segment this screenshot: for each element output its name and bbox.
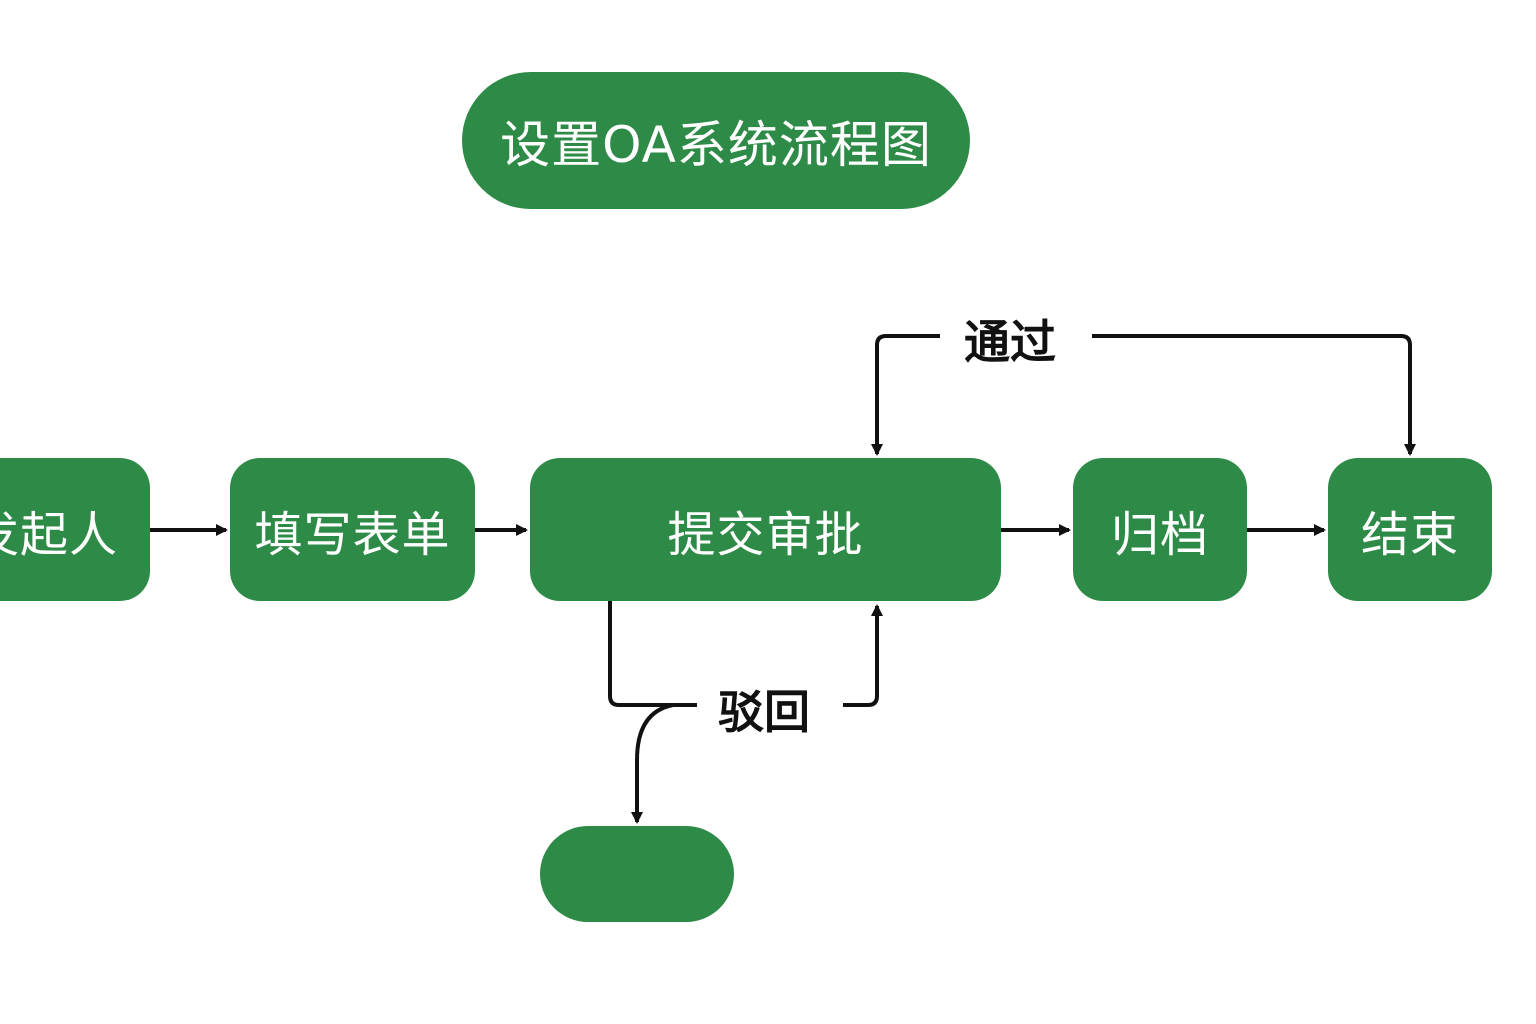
node-archive-label: 归档 bbox=[1110, 506, 1209, 563]
node-submit-approval: 提交审批 bbox=[530, 458, 1001, 601]
edge-label-pass: 通过 bbox=[958, 306, 1062, 372]
edge-label-reject: 驳回 bbox=[712, 676, 816, 742]
node-starter-label: 发起人 bbox=[0, 506, 118, 563]
node-submit-approval-label: 提交审批 bbox=[667, 506, 864, 563]
node-fill-form-label: 填写表单 bbox=[254, 506, 451, 563]
diagram-title: 设置OA系统流程图 bbox=[462, 72, 970, 209]
node-terminal bbox=[540, 826, 734, 922]
node-end-label: 结束 bbox=[1360, 506, 1459, 563]
reject-loop-left bbox=[608, 601, 697, 707]
reject-branch-to-terminal bbox=[631, 703, 674, 824]
node-archive: 归档 bbox=[1073, 458, 1247, 601]
reject-loop-right bbox=[843, 604, 883, 707]
node-end: 结束 bbox=[1328, 458, 1492, 601]
node-fill-form: 填写表单 bbox=[230, 458, 475, 601]
node-starter: 发起人 bbox=[0, 458, 150, 601]
pass-loop-right bbox=[1092, 334, 1416, 456]
pass-loop-left bbox=[871, 334, 940, 456]
